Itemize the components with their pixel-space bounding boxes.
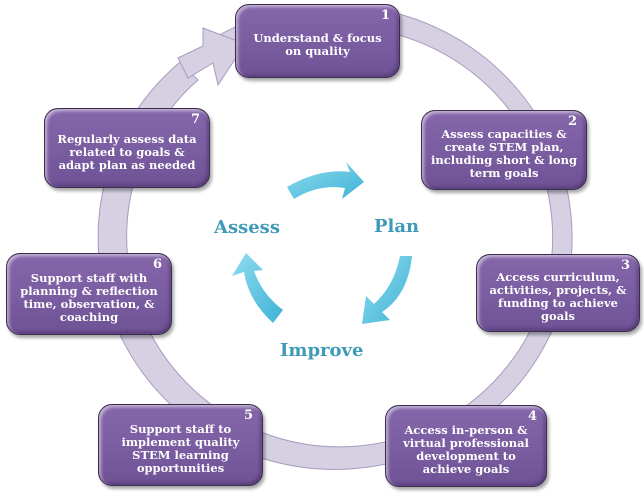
step-text: Access in-person & virtual professional … xyxy=(403,423,529,476)
step-number: 6 xyxy=(152,257,162,272)
step-text: Assess capacities & create STEM plan, in… xyxy=(431,127,577,180)
step-box-7: 7 Regularly assess data related to goals… xyxy=(44,108,210,188)
step-box-4: 4 Access in-person & virtual professiona… xyxy=(385,405,547,487)
step-number: 2 xyxy=(567,114,577,129)
cycle-arrow-improve-to-assess-icon xyxy=(232,253,283,323)
step-box-3: 3 Access curriculum, activities, project… xyxy=(476,254,640,332)
step-text: Support staff to implement quality STEM … xyxy=(121,422,240,475)
cycle-label-assess: Assess xyxy=(214,217,280,238)
cycle-label-plan: Plan xyxy=(374,216,420,237)
step-number: 1 xyxy=(380,8,390,23)
step-number: 3 xyxy=(620,258,630,273)
step-text: Regularly assess data related to goals &… xyxy=(57,131,197,172)
step-text: Understand & focus on quality xyxy=(253,31,382,58)
step-text: Support staff with planning & reflection… xyxy=(20,271,158,324)
cycle-label-improve: Improve xyxy=(280,340,364,361)
cycle-arrow-plan-to-improve-icon xyxy=(362,256,412,324)
step-number: 4 xyxy=(527,409,537,424)
step-number: 7 xyxy=(190,112,200,127)
cycle-arrow-assess-to-plan-icon xyxy=(287,162,364,199)
ring-band xyxy=(97,4,573,470)
step-box-6: 6 Support staff with planning & reflecti… xyxy=(6,253,172,335)
step-number: 5 xyxy=(243,408,253,423)
step-box-2: 2 Assess capacities & create STEM plan, … xyxy=(421,110,587,190)
step-text: Access curriculum, activities, projects,… xyxy=(489,270,627,323)
step-box-5: 5 Support staff to implement quality STE… xyxy=(98,404,263,486)
step-box-1: 1 Understand & focus on quality xyxy=(235,4,400,78)
